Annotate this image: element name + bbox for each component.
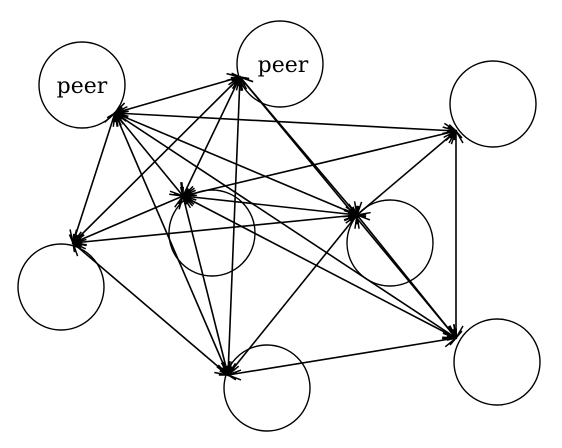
edge-n0-n3 <box>114 111 184 198</box>
edge-layer <box>68 72 464 381</box>
edge-n5-n7 <box>71 242 230 376</box>
edge-n3-n5 <box>71 192 185 247</box>
node-circle-n2 <box>449 60 537 148</box>
edge-n2-n3 <box>181 126 458 201</box>
node-label-peer-top: peer <box>258 53 309 78</box>
label-layer: peer peer <box>57 53 309 99</box>
node-label-peer-left: peer <box>57 74 108 99</box>
edge-n1-n3 <box>179 75 244 198</box>
edge-n0-n5 <box>68 111 120 245</box>
edge-n1-n5 <box>71 75 242 245</box>
edge-n4-n6 <box>355 213 458 340</box>
node-circle-n5 <box>17 243 105 331</box>
edge-n0-n7 <box>111 111 232 377</box>
edge-n4-n7 <box>226 213 359 377</box>
node-circle-n6 <box>453 318 541 406</box>
edge-n6-n7 <box>226 332 458 381</box>
edge-n3-n6 <box>181 193 458 341</box>
edge-n3-n4 <box>181 189 359 222</box>
edge-n4-n5 <box>71 208 359 250</box>
node-circle-n7 <box>223 344 311 432</box>
edge-n0-n2 <box>113 105 458 139</box>
